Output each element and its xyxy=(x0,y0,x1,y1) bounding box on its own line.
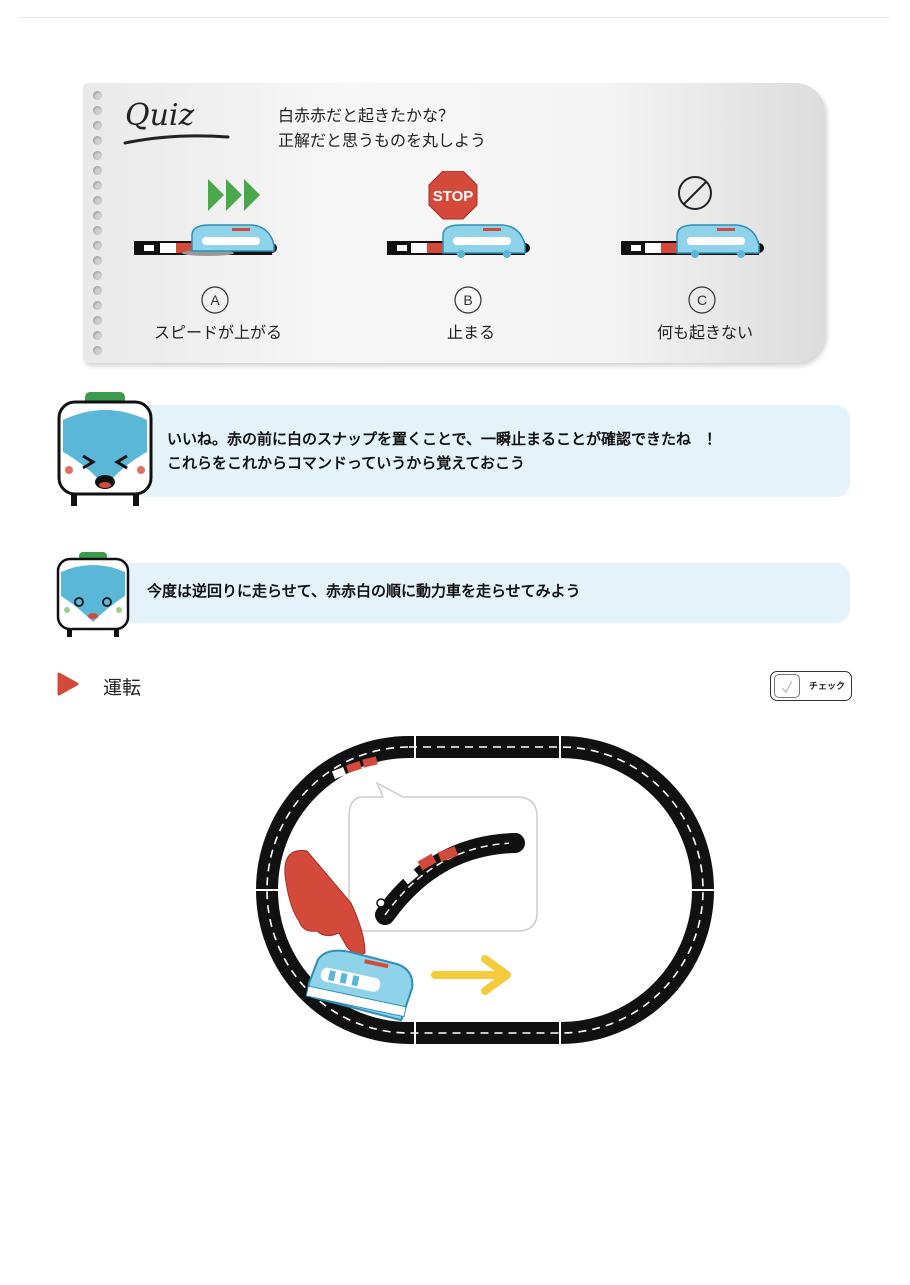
track-with-train-icon xyxy=(134,224,277,256)
svg-text:B: B xyxy=(463,292,472,308)
dialog1-line1: いいね。赤の前に白のスナップを置くことで、一瞬止まることが確認できたね ！ xyxy=(167,430,721,448)
track-with-train-icon xyxy=(387,224,530,258)
svg-text:C: C xyxy=(697,292,707,308)
stop-sign-icon: STOP xyxy=(428,171,478,220)
mascot-happy-icon xyxy=(57,392,153,506)
track-joints xyxy=(256,736,714,1044)
quiz-option-c-label: 何も起きない xyxy=(656,323,753,342)
quiz-option-a-label: スピードが上がる xyxy=(153,323,282,342)
letter-circle-a-icon: A xyxy=(201,286,229,314)
quiz-option-b-label: 止まる xyxy=(446,323,495,342)
svg-text:STOP: STOP xyxy=(433,188,474,205)
letter-circle-c-icon: C xyxy=(688,286,716,314)
direction-arrow xyxy=(431,955,511,995)
quiz-option-c[interactable]: C 何も起きない xyxy=(615,171,795,342)
speech-bubble-2 xyxy=(118,563,850,623)
dialog1-text: いいね。赤の前に白のスナップを置くことで、一瞬止まることが確認できたね ！ これ… xyxy=(167,427,837,475)
notebook-holes xyxy=(93,91,103,359)
quiz-option-b[interactable]: STOP B 止まる xyxy=(381,171,561,342)
quiz-logo: Quiz xyxy=(123,98,230,145)
svg-text:A: A xyxy=(210,292,220,308)
check-square[interactable] xyxy=(774,674,800,698)
speech-bubble-1 xyxy=(130,405,850,497)
quiz-question: 白赤赤だと起きたかな？ 正解だと思うものを丸しよう xyxy=(278,103,668,153)
quiz-card: Quiz 白赤赤だと起きたかな？ 正解だと思うものを丸しよう A スピードが上 xyxy=(83,83,825,363)
quiz-question-line2: 正解だと思うものを丸しよう xyxy=(278,131,487,150)
no-symbol-icon xyxy=(678,176,712,210)
section-title: 運転 xyxy=(103,677,142,699)
train-car xyxy=(305,949,414,1022)
track-with-train-icon xyxy=(621,224,764,258)
quiz-paper xyxy=(83,83,825,363)
top-divider xyxy=(18,17,890,18)
fast-forward-icon xyxy=(208,179,260,211)
dialog2-text: 今度は逆回りに走らせて、赤赤白の順に動力車を走らせてみよう xyxy=(147,582,581,600)
quiz-option-a[interactable]: A スピードが上がる xyxy=(128,171,308,342)
svg-text:Quiz: Quiz xyxy=(125,98,195,133)
checkmark-icon xyxy=(781,680,793,694)
mascot-confused-icon xyxy=(56,552,130,637)
dialog1-line2: これらをこれからコマンドっていうから覚えておこう xyxy=(167,454,526,472)
check-label: チェック xyxy=(809,682,846,692)
quiz-question-line1: 白赤赤だと起きたかな？ xyxy=(278,106,455,125)
check-button[interactable]: チェック xyxy=(770,671,852,701)
letter-circle-b-icon: B xyxy=(454,286,482,314)
section-play-icon xyxy=(57,672,79,696)
oval-track-illustration xyxy=(256,736,714,1044)
